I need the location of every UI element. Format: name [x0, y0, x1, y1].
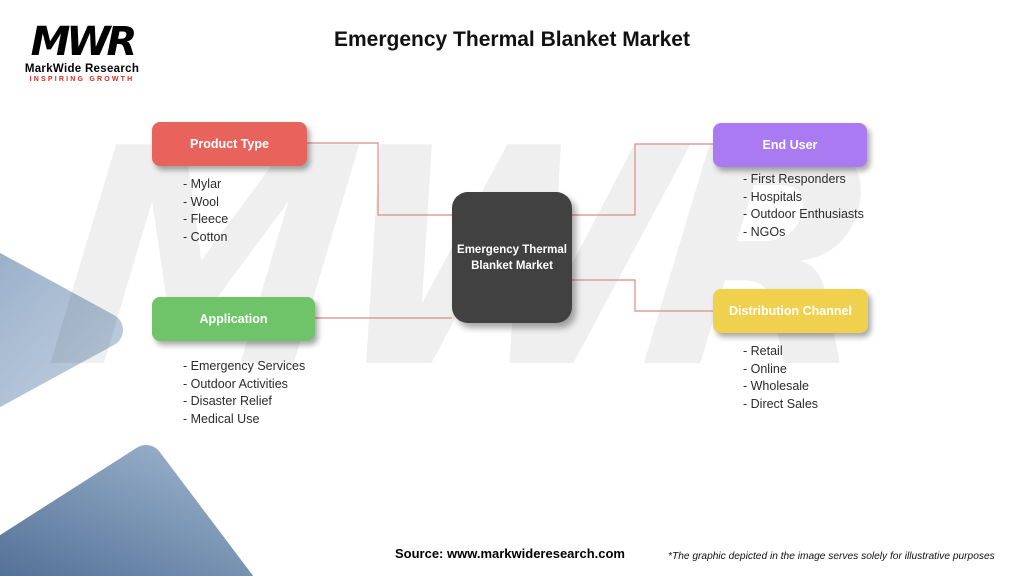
- end-user-list: - First Responders - Hospitals - Outdoor…: [743, 171, 864, 241]
- triangle-shape: [0, 445, 254, 576]
- distribution-channel-list: - Retail - Online - Wholesale - Direct S…: [743, 343, 818, 413]
- center-node-label-line2: Blanket Market: [471, 259, 553, 272]
- product-type-list: - Mylar - Wool - Fleece - Cotton: [183, 176, 228, 246]
- list-item: - Online: [743, 361, 787, 376]
- list-item: - Wholesale: [743, 379, 809, 394]
- list-item: - Outdoor Enthusiasts: [743, 207, 864, 222]
- list-item: - Mylar: [183, 177, 222, 191]
- center-node: Emergency Thermal Blanket Market: [452, 192, 572, 323]
- list-item: - Hospitals: [743, 189, 803, 204]
- list-item: - Outdoor Activities: [183, 376, 288, 391]
- application-list: - Emergency Services - Outdoor Activitie…: [183, 358, 305, 428]
- logo-tagline: INSPIRING GROWTH: [29, 76, 135, 83]
- center-node-label-line1: Emergency Thermal: [457, 243, 567, 256]
- category-box-application: Application: [152, 297, 315, 341]
- list-item: - Direct Sales: [743, 396, 819, 411]
- list-item: - Disaster Relief: [183, 394, 272, 409]
- page-title: Emergency Thermal Blanket Market: [334, 28, 690, 51]
- logo-monogram: MWR: [30, 19, 138, 65]
- source-text: Source: www.markwideresearch.com: [394, 546, 625, 561]
- category-box-product-type: Product Type: [152, 122, 307, 166]
- list-item: - Retail: [743, 344, 783, 358]
- list-item: - Wool: [183, 194, 219, 209]
- category-box-end-user: End User: [713, 123, 867, 167]
- logo-name: MarkWide Research: [24, 63, 140, 75]
- list-item: - First Responders: [743, 172, 846, 186]
- list-item: - Emergency Services: [183, 359, 306, 373]
- list-item: - NGOs: [743, 224, 786, 239]
- disclaimer-text: *The graphic depicted in the image serve…: [668, 551, 995, 562]
- list-item: - Fleece: [183, 212, 229, 227]
- brand-logo: MWR MarkWide Research INSPIRING GROWTH: [22, 22, 142, 83]
- list-item: - Medical Use: [183, 411, 260, 426]
- list-item: - Cotton: [183, 229, 228, 244]
- category-box-distribution-channel: Distribution Channel: [713, 289, 868, 333]
